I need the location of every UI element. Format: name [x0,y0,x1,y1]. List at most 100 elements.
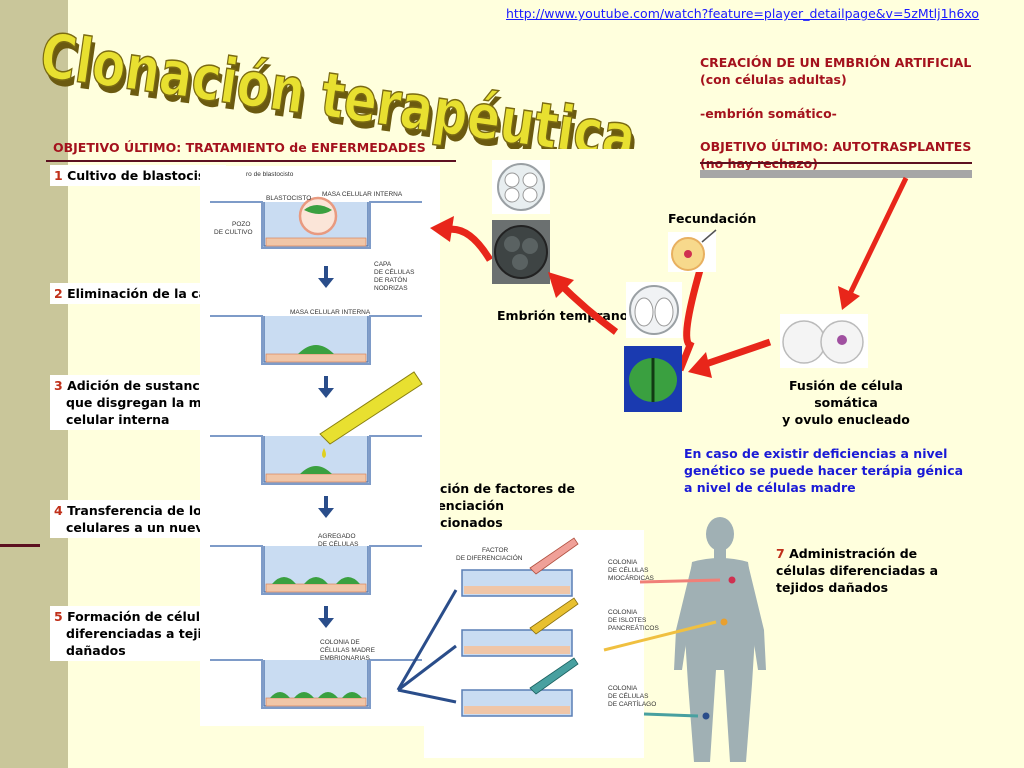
label-terapia-genica: En caso de existir deficiencias a nivel … [684,445,963,496]
cloning-flow-diagram: FACTOR DE DIFERENCIACIÓN COLONIA DE CÉLU… [396,160,909,762]
label-factor-2: DE DIFERENCIACIÓN [456,553,523,562]
well-5-colonies: COLONIA DE CÉLULAS MADRE EMBRIONARIAS [210,639,422,709]
label-car-3: DE CARTÍLAGO [608,699,656,708]
right-divider [700,162,972,164]
label-fecundacion: Fecundación [668,211,757,226]
down-arrow-4 [318,606,334,628]
label-agregado-1: AGREGADO [318,533,356,540]
step-7-line-3: tejidos dañados [776,580,889,595]
step-3-line-2: que disgregan la masa [66,395,226,410]
step-3-line-3: celular interna [66,412,170,427]
label-capa-2: DE CÉLULAS [374,267,415,276]
well-1-blastocyst: BLASTOCISTO MASA CELULAR INTERNA POZO DE… [210,191,422,292]
label-pan-1: COLONIA [608,609,638,616]
step-4-number: 4 [54,503,63,518]
label-capa-3: DE RATÓN [374,275,407,284]
pipette-teal [529,657,579,695]
step-3-number: 3 [54,378,63,393]
inner-cell-mass-2 [298,345,334,354]
label-colonia-2: CÉLULAS MADRE [320,645,376,654]
step-5-line-2: diferenciadas a tejidos [66,626,227,641]
heart-spot [728,576,736,584]
label-fusion: Fusión de célula somática y ovulo enucle… [758,377,934,428]
blue-arrow-2 [397,644,457,692]
objective-left: OBJETIVO ÚLTIMO: TRATAMIENTO de ENFERMED… [53,140,426,155]
title-text: Clonación terapéutica [36,19,640,149]
diagram-header-fragment: ro de blastocisto [246,171,294,178]
right-gray-bar [700,170,972,178]
step-1-box: 1 Cultivo de blastocisto [50,165,226,186]
well-3-disaggregation [210,371,423,518]
arrow-to-heart [639,578,721,584]
process-diagram: ro de blastocisto BLASTOCISTO MASA CELUL… [200,166,440,726]
blue-arrow-3 [397,688,457,704]
blue-arrow-1 [396,589,458,691]
down-arrow-2 [318,376,334,398]
well-myocardial [461,537,579,597]
right-line-1: CREACIÓN DE UN EMBRIÓN ARTIFICIAL [700,55,972,70]
label-mio-1: COLONIA [608,559,638,566]
right-line-3: -embrión somático- [700,106,837,121]
human-silhouette [674,517,766,762]
label-pan-2: DE ISLOTES [608,617,647,624]
label-terapia-line-2: genético se puede hacer terápia génica [684,463,964,478]
step-3-line-1: Adición de sustancias [67,378,220,393]
down-arrow-3 [318,496,334,518]
label-factor-1: FACTOR [482,547,509,554]
inner-cell-mass [304,205,332,214]
label-masa-celular-interna-2: MASA CELULAR INTERNA [290,309,371,316]
well-4-aggregates: AGREGADO DE CÉLULAS [210,533,422,628]
arrow-to-pancreas [603,620,717,652]
step-7-line-1: Administración de [789,546,918,561]
drop-yellow [322,448,326,458]
arrow-to-early-embryo [555,279,619,335]
label-colonia-3: EMBRIONARIAS [320,655,371,662]
label-car-2: DE CÉLULAS [608,691,649,700]
step-2-number: 2 [54,286,63,301]
down-arrow-1 [318,266,334,288]
step-1-number: 1 [54,168,63,183]
label-masa-celular-interna: MASA CELULAR INTERNA [322,191,403,198]
video-link[interactable]: http://www.youtube.com/watch?feature=pla… [506,6,980,21]
label-pozo-1: POZO [232,221,250,228]
right-line-4: OBJETIVO ÚLTIMO: AUTOTRASPLANTES [700,139,972,154]
label-mio-3: MIOCÁRDICAS [608,573,655,582]
step-7-line-2: células diferenciadas a [776,563,939,578]
pancreas-spot [720,618,728,626]
arrow-to-fused-cell [698,338,772,370]
step-7-text: 7 Administración de células diferenciada… [776,545,938,596]
left-divider [46,160,456,162]
pipette-pink [529,537,579,575]
pipette-yellow-2 [529,597,579,635]
step-5-number: 5 [54,609,63,624]
right-info-block: CREACIÓN DE UN EMBRIÓN ARTIFICIAL (con c… [700,54,1020,172]
pipette-yellow [319,371,423,445]
blastocyst-cell [298,196,338,236]
label-terapia-line-3: a nivel de células madre [684,480,856,495]
well-2-inner-mass: MASA CELULAR INTERNA [210,309,422,398]
label-capa-4: NODRIZAS [374,285,408,292]
sperm [701,229,717,243]
side-divider [0,544,40,547]
label-terapia-line-1: En caso de existir deficiencias a nivel [684,446,948,461]
label-fusion-line-2: y ovulo enucleado [782,412,910,427]
well-pancreatic [461,597,579,657]
right-line-2: (con células adultas) [700,72,847,87]
arrow-to-oocyte [845,176,909,300]
cartilage-spot [702,712,710,720]
step-5-line-1: Formación de células [67,609,216,624]
well-cartilage [461,657,579,717]
arrow-fecundacion-down [676,269,704,372]
label-capa-1: CAPA [374,261,392,268]
step-6-line-1: Adición de factores de [417,481,575,496]
label-colonia-1: COLONIA DE [320,639,360,646]
step-5-line-3: dañados [66,643,126,658]
step-1-text: Cultivo de blastocisto [67,168,220,183]
label-pozo-2: DE CULTIVO [214,229,253,236]
label-pan-3: PANCREÁTICOS [608,623,659,632]
label-fusion-line-1: Fusión de célula somática [789,378,903,410]
label-mio-2: DE CÉLULAS [608,565,649,574]
label-blastocisto: BLASTOCISTO [266,195,311,202]
page-title: Clonación terapéutica Clonación terapéut… [35,18,643,149]
label-car-1: COLONIA [608,685,638,692]
